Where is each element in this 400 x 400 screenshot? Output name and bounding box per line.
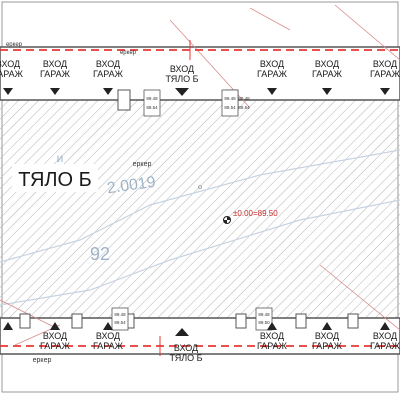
entrance-arrow-icon: [322, 88, 332, 95]
contour-line: [0, 149, 400, 263]
bay-label-top-1: еркер: [6, 42, 23, 48]
survey-point-icon: [198, 185, 202, 189]
building-label: ТЯЛО Б: [18, 169, 92, 191]
column: [347, 313, 359, 329]
column: [19, 313, 31, 329]
column: [117, 89, 131, 111]
entrance-garage-top-4a: ВХОД: [260, 59, 284, 69]
elevation-marker-fill: [223, 216, 231, 224]
bay-label-mid: еркер: [133, 161, 152, 168]
level-mark: 89.48: [146, 96, 158, 101]
entrance-arrow-icon: [267, 322, 277, 330]
entrance-arrow-icon: [103, 322, 113, 330]
bay-label-top-2: еркер: [120, 50, 137, 56]
entrance-building-top-a: ВХОД: [170, 64, 194, 74]
entrance-garage-bottom-4b: ГАРАЖ: [312, 341, 343, 351]
level-box: [111, 307, 129, 331]
entrance-building-bottom-b: ТЯЛО Б: [169, 353, 202, 363]
entrance-garage-top-1b: ГАРАЖ: [0, 69, 24, 79]
entrance-garage-bottom-1b: ГАРАЖ: [40, 341, 71, 351]
site-line: [334, 4, 400, 61]
entrance-arrow-icon: [3, 88, 13, 95]
entrance-garage-top-5b: ГАРАЖ: [312, 69, 343, 79]
survey-letter: и: [57, 151, 64, 165]
building-footprint-hatch: [0, 100, 400, 318]
entrance-arrow-icon: [322, 322, 332, 330]
entrance-building-arrow-icon: [175, 88, 189, 96]
elevation-label: ±0.00=89.50: [233, 209, 278, 218]
entrance-garage-top-4b: ГАРАЖ: [257, 69, 288, 79]
entrance-garage-bottom-5a: ВХОД: [373, 331, 397, 341]
column: [235, 313, 247, 329]
entrance-garage-top-1a: ВХОД: [0, 59, 20, 69]
entrance-garage-top-3a: ВХОД: [96, 59, 120, 69]
contour-line: [0, 199, 400, 306]
entrance-garage-top-5a: ВХОД: [315, 59, 339, 69]
level-mark: 89.54: [146, 105, 158, 110]
entrance-building-top-b: ТЯЛО Б: [165, 74, 198, 84]
entrance-arrow-icon: [103, 88, 113, 95]
column: [295, 313, 307, 329]
site-line: [249, 7, 291, 31]
entrance-building-bottom-a: ВХОД: [174, 343, 198, 353]
entrance-arrow-icon: [267, 88, 277, 95]
entrance-arrow-icon: [50, 88, 60, 95]
site-line: [319, 264, 400, 331]
bottom-entrance-strip: [0, 317, 400, 355]
entrance-garage-top-2a: ВХОД: [43, 59, 67, 69]
level-mark: 89.50: [258, 320, 270, 325]
entrance-arrow-icon: [380, 322, 390, 330]
entrance-garage-bottom-5b: ГАРАЖ: [370, 341, 400, 351]
survey-number: 92: [90, 244, 110, 264]
bay-label-bottom: еркер: [33, 357, 52, 364]
survey-number: 2.0019: [106, 174, 157, 198]
level-mark: 89.48: [258, 312, 270, 317]
level-mark: 89.48: [224, 96, 236, 101]
entrance-building-arrow-icon: [175, 328, 189, 336]
level-box: [143, 89, 161, 117]
entrance-garage-top-6b: ГАРАЖ: [370, 69, 400, 79]
level-box: [221, 89, 239, 117]
top-entrance-strip: [0, 46, 400, 101]
entrance-garage-top-6a: ВХОД: [373, 59, 397, 69]
level-box: [255, 307, 273, 331]
entrance-arrow-icon: [50, 322, 60, 330]
entrance-garage-top-2b: ГАРАЖ: [40, 69, 71, 79]
building-label-bg: [12, 164, 98, 192]
level-mark: 89.48: [238, 96, 250, 101]
entrance-garage-bottom-4a: ВХОД: [315, 331, 339, 341]
entrance-garage-bottom-3b: ГАРАЖ: [257, 341, 288, 351]
entrance-garage-bottom-3a: ВХОД: [260, 331, 284, 341]
level-mark: 89.54: [224, 105, 236, 110]
entrance-garage-bottom-1a: ВХОД: [43, 331, 67, 341]
level-mark: 89.54: [114, 320, 126, 325]
level-mark: 89.48: [114, 312, 126, 317]
entrance-garage-top-3b: ГАРАЖ: [93, 69, 124, 79]
column: [71, 313, 83, 329]
level-mark: 89.54: [238, 105, 250, 110]
entrance-arrow-icon: [3, 322, 13, 330]
entrance-garage-bottom-2a: ВХОД: [96, 331, 120, 341]
entrance-arrow-icon: [380, 88, 390, 95]
entrance-garage-bottom-2b: ГАРАЖ: [93, 341, 124, 351]
